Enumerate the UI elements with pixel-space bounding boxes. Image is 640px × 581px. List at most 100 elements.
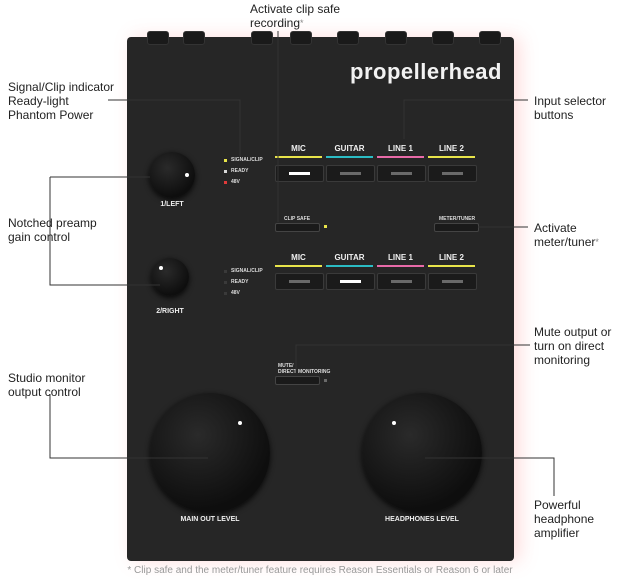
leader-line-preamp: [49, 177, 160, 286]
brand-logo: propellerhead: [350, 59, 502, 84]
color-bar-guitar: [326, 156, 373, 158]
callout-text: Signal/Clip indicator: [8, 80, 115, 94]
button-led: [391, 172, 412, 175]
callout-text: Powerful headphone: [534, 498, 595, 526]
callout-text: gain control: [8, 230, 71, 244]
line1-button-1[interactable]: [377, 165, 426, 182]
line2-button-2[interactable]: [428, 273, 477, 290]
input-label-mic: MIC: [291, 144, 306, 153]
rear-jack: [290, 31, 312, 45]
leader-line-signal: [108, 99, 241, 157]
phantom-led-1: [224, 181, 227, 184]
input-label-guitar: GUITAR: [334, 253, 365, 262]
callout-text: amplifier: [534, 526, 580, 540]
headphones-label: HEADPHONES LEVEL: [385, 516, 459, 523]
callout-signal-indicator: Signal/Clip indicator Ready-light Phanto…: [8, 80, 114, 122]
led-label: SIGNAL/CLIP: [231, 157, 263, 163]
signal-clip-led-2: [224, 270, 227, 273]
button-led: [289, 280, 310, 283]
callout-text: recording: [250, 16, 301, 30]
color-bar-mic: [275, 265, 322, 267]
guitar-button-2[interactable]: [326, 273, 375, 290]
footnote: * Clip safe and the meter/tuner feature …: [127, 565, 513, 576]
callout-text: Mute output or: [534, 325, 612, 339]
button-led: [340, 172, 361, 175]
callout-text: Studio monitor: [8, 371, 86, 385]
led-label: SIGNAL/CLIP: [231, 268, 263, 274]
mic-button-1[interactable]: [275, 165, 324, 182]
callout-headphone: Powerful headphone amplifier: [534, 498, 640, 540]
color-bar-line1: [377, 265, 424, 267]
rear-jack: [183, 31, 205, 45]
rear-jack: [251, 31, 273, 45]
input-label-line1: LINE 1: [388, 144, 413, 153]
mic-button-2[interactable]: [275, 273, 324, 290]
phantom-led-2: [224, 292, 227, 295]
clip-safe-button[interactable]: [275, 223, 320, 232]
rear-jack: [385, 31, 407, 45]
signal-clip-led-1: [224, 159, 227, 162]
mute-led: [324, 379, 327, 382]
led-label: 48V: [231, 179, 240, 185]
callout-text: Activate clip safe: [250, 2, 341, 16]
leader-line-mute: [295, 344, 530, 370]
knob-indicator-dot: [185, 173, 189, 177]
line1-button-2[interactable]: [377, 273, 426, 290]
leader-line-headphones: [425, 457, 555, 496]
callout-text: Activate meter/tuner: [534, 221, 596, 249]
led-label: READY: [231, 168, 249, 174]
color-bar-line2: [428, 265, 475, 267]
ready-led-1: [224, 170, 227, 173]
callout-text: monitoring: [534, 353, 591, 367]
ready-led-2: [224, 281, 227, 284]
leader-line-monitor: [49, 394, 208, 459]
knob-indicator-dot: [159, 266, 163, 270]
headphones-knob[interactable]: [362, 393, 482, 513]
footnote-star: *: [300, 18, 304, 28]
callout-text: Phantom Power: [8, 108, 94, 122]
leader-line-input-selector: [403, 99, 528, 139]
callout-text: Notched preamp: [8, 216, 97, 230]
rear-jack: [432, 31, 454, 45]
knob-label-1: 1/LEFT: [160, 201, 184, 208]
callout-input-selector: Input selector buttons: [534, 94, 607, 122]
led-label: 48V: [231, 290, 240, 296]
main-out-knob[interactable]: [150, 393, 270, 513]
rear-jack: [337, 31, 359, 45]
input-label-guitar: GUITAR: [334, 144, 365, 153]
clip-safe-led: [324, 225, 327, 228]
led-label: READY: [231, 279, 249, 285]
clip-safe-label: CLIP SAFE: [284, 216, 311, 222]
input-label-line1: LINE 1: [388, 253, 413, 262]
gain-knob-1[interactable]: [149, 152, 195, 198]
mute-direct-monitoring-button[interactable]: [275, 376, 320, 385]
mute-label-line1: MUTE/: [278, 363, 294, 369]
line2-button-1[interactable]: [428, 165, 477, 182]
button-led: [391, 280, 412, 283]
callout-text: output control: [8, 385, 81, 399]
button-led: [442, 172, 463, 175]
mute-label: MUTE/ DIRECT MONITORING: [278, 363, 330, 375]
color-bar-mic: [275, 156, 322, 158]
input-label-mic: MIC: [291, 253, 306, 262]
callout-clip-safe: Activate clip safe recording*: [250, 2, 340, 30]
callout-mute: Mute output or turn on direct monitoring: [534, 325, 611, 367]
footnote-star: *: [595, 237, 599, 247]
callout-preamp: Notched preamp gain control: [8, 216, 97, 244]
knob-indicator-dot: [238, 421, 242, 425]
meter-tuner-label: METER/TUNER: [439, 216, 476, 222]
callout-text: Ready-light: [8, 94, 69, 108]
rear-jack: [479, 31, 501, 45]
guitar-button-1[interactable]: [326, 165, 375, 182]
color-bar-line1: [377, 156, 424, 158]
button-led: [289, 172, 310, 175]
color-bar-line2: [428, 156, 475, 158]
knob-indicator-dot: [392, 421, 396, 425]
rear-jack: [147, 31, 169, 45]
callout-meter-tuner: Activate meter/tuner*: [534, 221, 640, 249]
callout-text: turn on direct: [534, 339, 605, 353]
gain-knob-2[interactable]: [151, 258, 189, 296]
color-bar-guitar: [326, 265, 373, 267]
button-led: [340, 280, 361, 283]
